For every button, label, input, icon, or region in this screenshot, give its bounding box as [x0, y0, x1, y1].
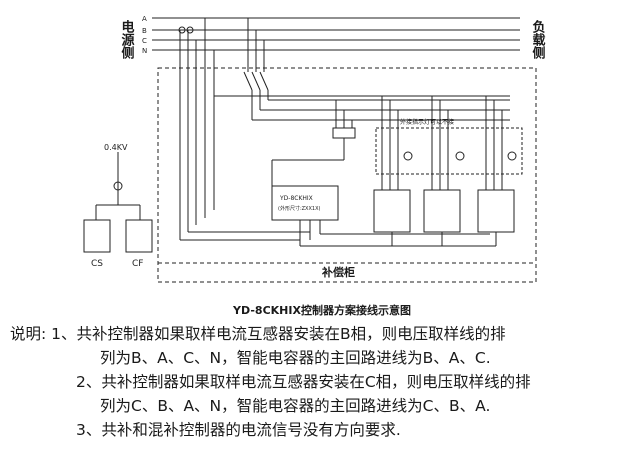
notes-block: 说明: 1、共补控制器如果取样电流互感器安装在B相，则电压取样线的排 列为B、A… [10, 322, 640, 442]
phase-label-a: A [142, 15, 147, 23]
cabinet-boundary [157, 67, 537, 283]
controller-title: YD-8CKHIX [279, 195, 313, 202]
controller-sub: (外形尺寸:ZXX1X) [278, 205, 321, 212]
capacitor-unit-2 [423, 189, 461, 233]
notes-prefix: 说明: [10, 325, 47, 343]
controller-box [271, 185, 339, 221]
indicator-lamp-box [375, 127, 523, 175]
indicator-lamp [507, 151, 517, 161]
cs-cabinet [83, 219, 111, 253]
load-side-label: 负载侧 [530, 19, 546, 60]
current-transformer [186, 26, 194, 34]
note-1-line-2: 列为B、A、C、N，智能电容器的主回路进线为B、A、C. [100, 349, 491, 367]
phase-label-n: N [142, 47, 147, 55]
phase-label-c: C [142, 37, 147, 45]
breaker-switch [243, 71, 269, 91]
lamp-note: 外接指示灯可以不接 [400, 118, 454, 126]
capacitor-unit-1 [373, 189, 411, 233]
note-1-line-1: 说明: 1、共补控制器如果取样电流互感器安装在B相，则电压取样线的排 [10, 322, 640, 346]
note-3: 3、共补和混补控制器的电流信号没有方向要求. [76, 421, 401, 439]
current-transformer [178, 26, 186, 34]
phase-label-b: B [142, 27, 147, 35]
note-2-line-2: 列为C、B、A、N，智能电容器的主回路进线为C、B、A. [100, 397, 491, 415]
cf-cabinet [125, 219, 153, 253]
power-side-label: 电源侧 [119, 19, 135, 60]
cf-label: CF [132, 259, 143, 269]
note-2-line-1: 2、共补控制器如果取样电流互感器安装在C相，则电压取样线的排 [76, 373, 531, 391]
indicator-lamp [403, 151, 413, 161]
indicator-lamp [455, 151, 465, 161]
note-1a: 1、共补控制器如果取样电流互感器安装在B相，则电压取样线的排 [51, 325, 506, 343]
cabinet-label: 补偿柜 [321, 265, 355, 279]
voltage-label: 0.4KV [104, 143, 128, 152]
wiring-diagram: 电源侧 负载侧 A B C N 0.4KV CS CF 外接指示灯可以不接 YD… [83, 15, 546, 283]
fuse-block [332, 127, 356, 139]
capacitor-unit-3 [477, 189, 515, 233]
cs-label: CS [91, 259, 103, 269]
diagram-caption: YD-8CKHIX控制器方案接线示意图 [233, 304, 411, 317]
switch-symbol [113, 181, 123, 191]
